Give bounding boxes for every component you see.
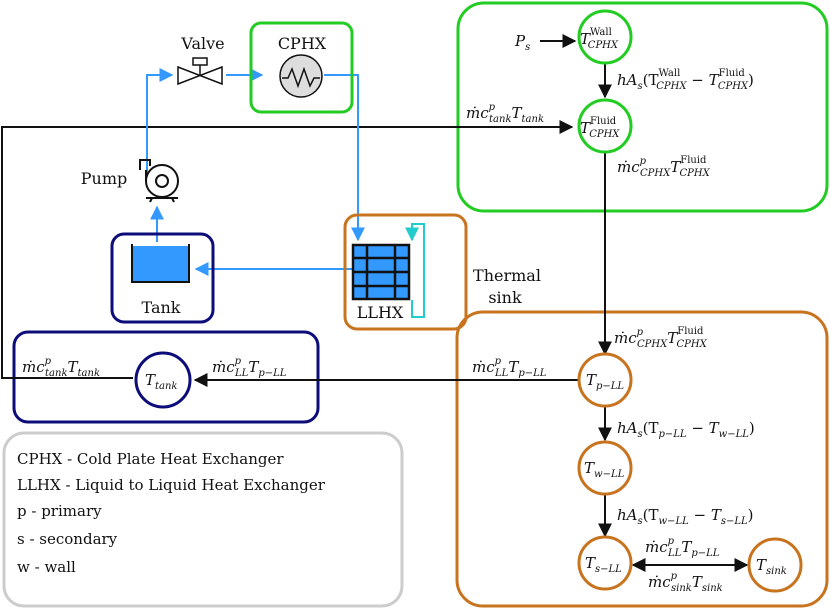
tank-label: Tank — [142, 298, 181, 317]
legend-item-llhx: LLHX - Liquid to Liquid Heat Exchanger — [17, 476, 326, 494]
valve-label: Valve — [180, 34, 224, 53]
node-circle-w-ll — [577, 440, 633, 496]
pump-label: Pump — [81, 169, 127, 188]
blue-pump-to-valve — [146, 68, 174, 185]
thermal-sink-label-line2: sink — [488, 288, 522, 307]
legend-item-wall: w - wall — [17, 558, 76, 576]
node-circle-tank — [134, 351, 192, 409]
valve-icon — [177, 57, 223, 86]
node-t-p-ll: Tp−LL — [586, 371, 624, 392]
node-circle-cphx-wall — [577, 9, 633, 65]
node-t-sink: Tsink — [756, 556, 787, 577]
node-circle-s-ll — [577, 535, 633, 591]
node-circle-p-ll — [577, 352, 633, 408]
node-t-w-ll: Tw−LL — [584, 459, 625, 480]
tank-icon — [131, 244, 190, 283]
legend-item-secondary: s - secondary — [17, 530, 118, 548]
llhx-label: LLHX — [357, 303, 404, 322]
llhx-icon — [351, 243, 411, 301]
node-t-s-ll: Ts−LL — [585, 554, 622, 575]
pump-icon — [139, 159, 179, 203]
legend-item-cphx: CPHX - Cold Plate Heat Exchanger — [17, 450, 284, 468]
black-return-line — [1, 120, 574, 379]
cphx-label: CPHX — [278, 34, 327, 53]
llhx-box — [343, 213, 468, 331]
eq-ps: Ps — [514, 32, 530, 53]
tank-box — [110, 232, 215, 324]
node-circle-sink — [747, 537, 803, 593]
legend-item-primary: p - primary — [17, 502, 102, 520]
eq-ha-w-s: hAs(Tw−LL − Ts−LL) — [617, 506, 754, 527]
thermal-sink-label-line1: Thermal — [473, 266, 541, 285]
node-circle-cphx-fluid — [577, 98, 633, 154]
cyan-sink-loop — [405, 223, 425, 318]
heat-exchanger-icon — [279, 54, 323, 98]
blue-cphx-to-llhx — [324, 74, 365, 242]
cphx-model-box — [456, 1, 829, 213]
eq-ha-p-w: hAs(Tp−LL − Tw−LL) — [617, 419, 755, 440]
llhx-model-box — [455, 310, 829, 608]
node-t-tank: Ttank — [145, 371, 178, 392]
cphx-box — [249, 21, 354, 114]
legend-box — [2, 431, 404, 608]
